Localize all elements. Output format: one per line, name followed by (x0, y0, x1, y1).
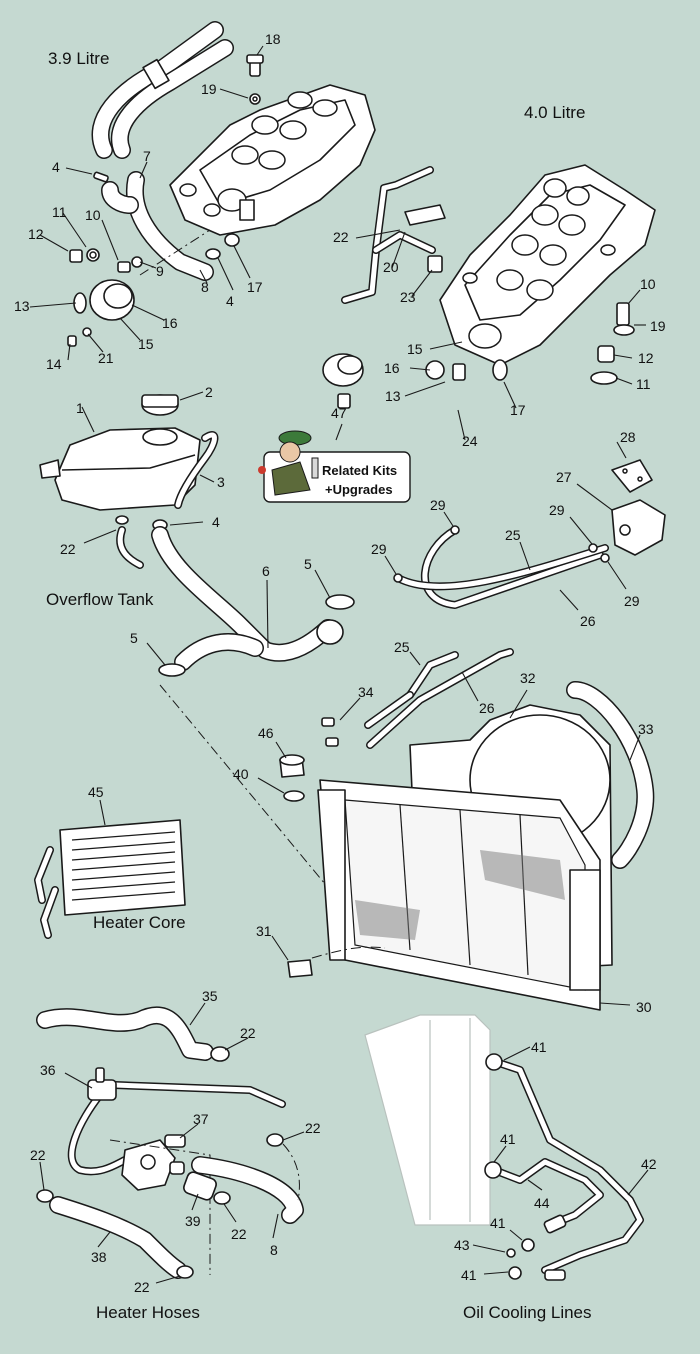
callout-23: 23 (400, 289, 416, 305)
group-4-0-litre (322, 164, 656, 441)
group-heater-hoses (36, 1002, 305, 1284)
callout-28: 28 (620, 429, 636, 445)
callout-27: 27 (556, 469, 572, 485)
callout-15: 15 (407, 341, 423, 357)
callout-4: 4 (226, 293, 234, 309)
callout-5: 5 (304, 556, 312, 572)
label-oil-cooling-lines: Oil Cooling Lines (463, 1303, 592, 1322)
callout-41: 41 (531, 1039, 547, 1055)
callout-43: 43 (454, 1237, 470, 1253)
radiator-ghost (364, 1014, 491, 1226)
callout-34: 34 (358, 684, 374, 700)
callout-41: 41 (490, 1215, 506, 1231)
callout-26: 26 (479, 700, 495, 716)
callout-16: 16 (162, 315, 178, 331)
callout-17: 17 (510, 402, 526, 418)
callout-14: 14 (46, 356, 62, 372)
callout-22: 22 (134, 1279, 150, 1295)
callout-22: 22 (60, 541, 76, 557)
callout-38: 38 (91, 1249, 107, 1265)
callout-10: 10 (85, 207, 101, 223)
callout-8: 8 (270, 1242, 278, 1258)
callout-33: 33 (638, 721, 654, 737)
callout-3: 3 (217, 474, 225, 490)
callout-15: 15 (138, 336, 154, 352)
callout-9: 9 (156, 263, 164, 279)
callout-25: 25 (505, 527, 521, 543)
callout-30: 30 (636, 999, 652, 1015)
callout-7: 7 (143, 148, 151, 164)
heater-core (59, 819, 186, 916)
callout-46: 46 (258, 725, 274, 741)
callout-6: 6 (262, 563, 270, 579)
callout-13: 13 (385, 388, 401, 404)
callout-35: 35 (202, 988, 218, 1004)
callout-11: 11 (52, 204, 67, 220)
callout-32: 32 (520, 670, 536, 686)
callout-29: 29 (430, 497, 446, 513)
callout-42: 42 (641, 1156, 657, 1172)
label-overflow-tank: Overflow Tank (46, 590, 154, 609)
callout-24: 24 (462, 433, 478, 449)
callout-5: 5 (130, 630, 138, 646)
callout-17: 17 (247, 279, 263, 295)
callout-40: 40 (233, 766, 249, 782)
callout-37: 37 (193, 1111, 209, 1127)
callout-41: 41 (500, 1131, 516, 1147)
related-kits-badge[interactable]: Related Kits +Upgrades (258, 423, 411, 503)
callout-20: 20 (383, 259, 399, 275)
callout-8: 8 (201, 279, 209, 295)
callout-10: 10 (640, 276, 656, 292)
callout-29: 29 (624, 593, 640, 609)
label-4-0-litre: 4.0 Litre (524, 103, 585, 122)
callout-18: 18 (265, 31, 281, 47)
label-heater-hoses: Heater Hoses (96, 1303, 200, 1322)
kit-badge-line1: Related Kits (322, 463, 397, 478)
callout-22: 22 (231, 1226, 247, 1242)
callout-16: 16 (384, 360, 400, 376)
callout-4: 4 (52, 159, 60, 175)
callout-45: 45 (88, 784, 104, 800)
callout-22: 22 (305, 1120, 321, 1136)
callout-19: 19 (650, 318, 666, 334)
callout-12: 12 (638, 350, 654, 366)
kit-badge-line2: +Upgrades (325, 482, 393, 497)
label-3-9-litre: 3.9 Litre (48, 49, 109, 68)
callout-26: 26 (580, 613, 596, 629)
group-oil-cooling-lines (364, 1014, 649, 1281)
group-heater-core (34, 799, 186, 939)
callout-2: 2 (205, 384, 213, 400)
group-overflow-tank (39, 391, 355, 891)
callout-11: 11 (636, 376, 651, 392)
callout-1: 1 (76, 400, 84, 416)
callout-22: 22 (240, 1025, 256, 1041)
group-fuel-cooler-pipes (384, 441, 666, 611)
callout-numbers: 18 19 7 4 11 10 12 9 13 16 15 14 21 8 4 … (14, 31, 666, 1295)
group-3-9-litre (29, 21, 376, 361)
callout-47: 47 (331, 405, 347, 421)
callout-39: 39 (185, 1213, 201, 1229)
callout-12: 12 (28, 226, 44, 242)
callout-13: 13 (14, 298, 30, 314)
callout-41: 41 (461, 1267, 477, 1283)
callout-31: 31 (256, 923, 272, 939)
label-heater-core: Heater Core (93, 913, 186, 932)
callout-22: 22 (333, 229, 349, 245)
callout-22: 22 (30, 1147, 46, 1163)
callout-36: 36 (40, 1062, 56, 1078)
callout-21: 21 (98, 350, 114, 366)
group-radiator (257, 648, 655, 1011)
callout-44: 44 (534, 1195, 550, 1211)
callout-29: 29 (371, 541, 387, 557)
callout-25: 25 (394, 639, 410, 655)
callout-4: 4 (212, 514, 220, 530)
callout-19: 19 (201, 81, 217, 97)
callout-29: 29 (549, 502, 565, 518)
